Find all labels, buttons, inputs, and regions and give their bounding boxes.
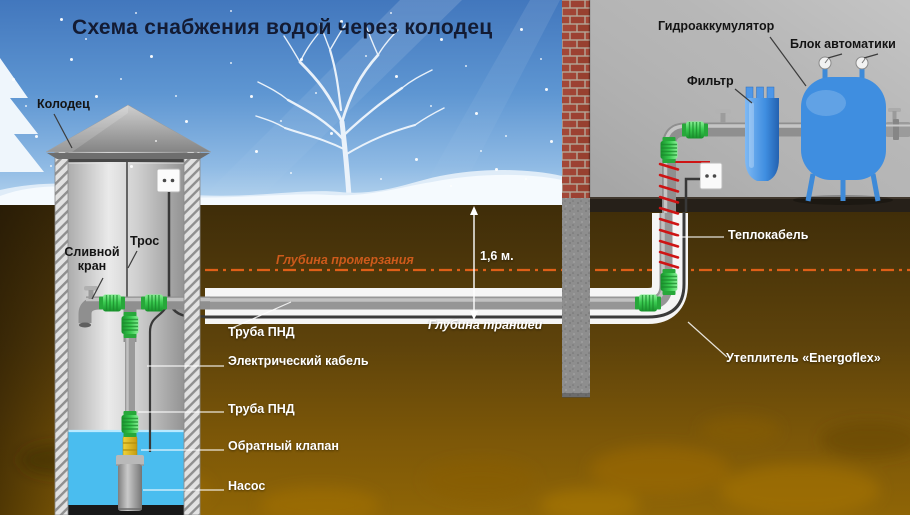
pipe-tap [715,109,731,123]
well [45,104,212,515]
green-fitting [120,410,140,438]
label-electric-cable: Электрический кабель [228,354,369,368]
label-heat-cable: Теплокабель [728,228,809,242]
label-filter: Фильтр [687,74,734,88]
label-automation-unit: Блок автоматики [790,37,896,51]
label-pump: Насос [228,479,266,493]
light-ray [192,0,462,208]
green-fitting [659,268,679,296]
check-valve [122,435,138,459]
label-trench-depth: Глубина траншеи [428,318,543,332]
pump [116,455,144,511]
green-fitting [120,311,140,339]
label-rope: Трос [130,234,160,248]
house [562,0,910,269]
light-ray [412,0,560,208]
fir-tree [0,58,44,172]
label-drain-tap: Сливной кран [64,245,120,273]
brick-wall [562,0,590,198]
green-fitting [681,120,709,140]
depth-arrow [470,206,478,320]
label-insulation: Утеплитель «Energoflex» [726,351,881,365]
label-well: Колодец [37,97,90,111]
green-fitting [140,293,168,313]
hydroaccumulator-tank [793,56,893,205]
well-outlet-socket [156,168,181,193]
label-freezing-depth: Глубина промерзания [276,253,414,267]
tank-outlet-pipe [886,108,910,140]
well-wall-right [183,149,201,515]
bare-tree [255,23,445,199]
green-fitting [659,136,679,164]
green-fitting [634,293,662,313]
label-pnd-pipe-vertical: Труба ПНД [228,402,295,416]
green-fitting [98,293,126,313]
tank-body [801,77,886,180]
label-hydroaccumulator: Гидроаккумулятор [658,19,775,33]
house-outlet-socket [699,162,723,190]
house-foundation [562,197,590,398]
pressure-gauges [818,56,869,70]
well-wall-left [54,149,69,515]
label-depth-value: 1,6 м. [480,249,514,263]
label-check-valve: Обратный клапан [228,439,339,453]
page-title: Схема снабжения водой через колодец [72,16,493,39]
label-pnd-pipe-horizontal: Труба ПНД [228,325,295,339]
outlet-cable [684,177,700,212]
electric-cable-underground [205,212,686,319]
well-roof [45,104,212,159]
leader-lines [53,36,879,491]
filter-unit [745,86,779,181]
drain-tap [84,286,98,299]
